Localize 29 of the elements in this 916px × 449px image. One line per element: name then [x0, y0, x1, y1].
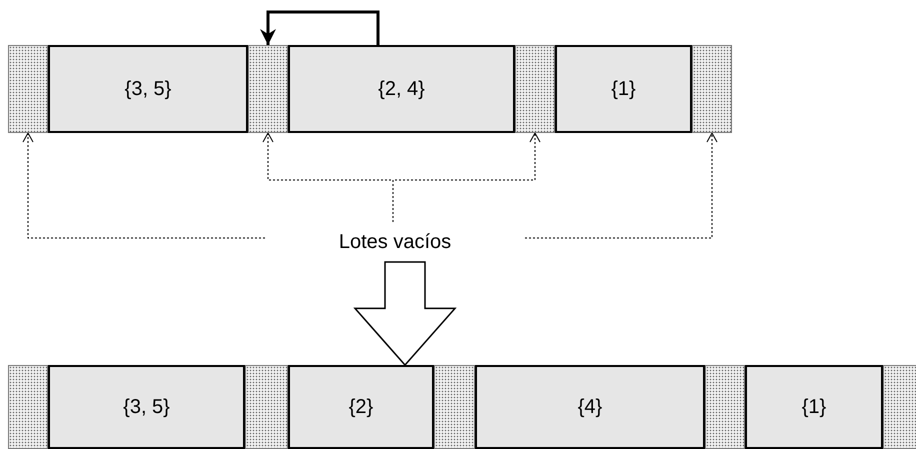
empty-lot [515, 45, 555, 133]
empty-lot [248, 45, 288, 133]
annotation-text: Lotes vacíos [338, 230, 452, 254]
arrow [524, 132, 718, 238]
empty-lot [8, 45, 48, 133]
arrow [260, 10, 380, 45]
empty-lot [434, 365, 475, 449]
lot-block [288, 45, 515, 133]
empty-lot [692, 45, 732, 133]
lot-block [48, 45, 248, 133]
block-arrow [353, 261, 457, 366]
arrow [22, 132, 266, 238]
empty-lot [8, 365, 48, 449]
empty-lot [883, 365, 916, 449]
set-label: {4} [578, 396, 602, 418]
lot-block [745, 365, 883, 449]
set-label: {3, 5} [124, 78, 172, 100]
lot-block [48, 365, 245, 449]
set-label: {1} [611, 78, 636, 100]
lot-block [555, 45, 692, 133]
set-label: {2} [348, 396, 374, 418]
set-label: {1} [802, 396, 826, 418]
empty-lot [245, 365, 288, 449]
empty-lot [705, 365, 745, 449]
set-label: {3, 5} [123, 396, 170, 418]
arrow [392, 132, 540, 222]
set-label: {2, 4} [378, 78, 425, 100]
lot-block [288, 365, 434, 449]
lot-block [475, 365, 705, 449]
